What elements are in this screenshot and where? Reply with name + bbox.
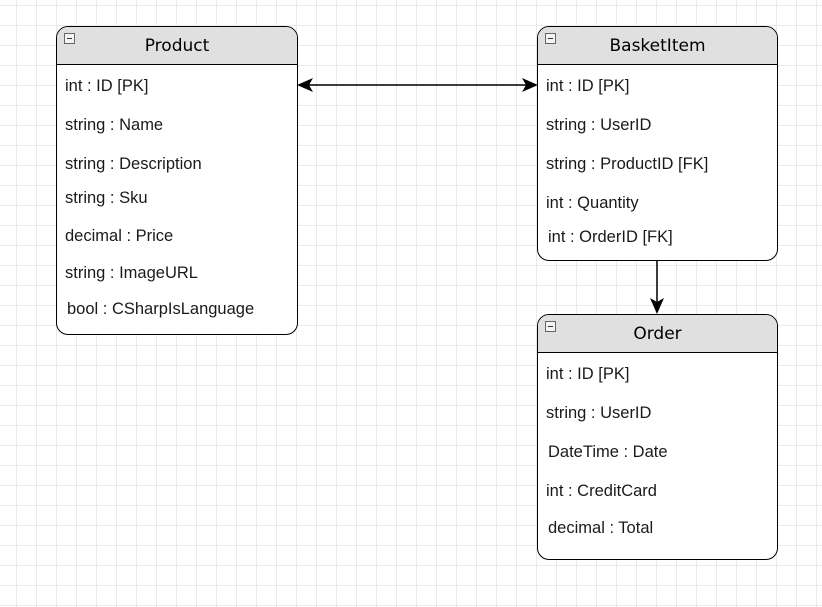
entity-field[interactable]: int : ID [PK] — [65, 77, 149, 95]
entity-order[interactable]: Order int : ID [PK] string : UserID Date… — [537, 314, 778, 560]
collapse-icon[interactable] — [64, 33, 75, 44]
entity-basketitem[interactable]: BasketItem int : ID [PK] string : UserID… — [537, 26, 778, 261]
entity-field[interactable]: int : OrderID [FK] — [548, 228, 673, 246]
entity-field[interactable]: string : UserID — [546, 404, 652, 422]
entity-field[interactable]: string : ProductID [FK] — [546, 155, 709, 173]
entity-field[interactable]: string : UserID — [546, 116, 652, 134]
entity-header[interactable]: Order — [538, 315, 777, 353]
arrowhead-right — [522, 78, 538, 92]
entity-title: Product — [144, 36, 210, 56]
connector-basketitem-order[interactable] — [650, 261, 664, 314]
entity-field[interactable]: int : CreditCard — [546, 482, 657, 500]
entity-title: BasketItem — [609, 36, 706, 56]
entity-field[interactable]: DateTime : Date — [548, 443, 668, 461]
connector-product-basketitem[interactable] — [297, 78, 538, 92]
entity-field[interactable]: decimal : Total — [548, 519, 654, 537]
entity-field[interactable]: decimal : Price — [65, 227, 174, 245]
arrowhead-left — [297, 78, 313, 92]
entity-product[interactable]: Product int : ID [PK] string : Name stri… — [56, 26, 298, 335]
entity-field[interactable]: string : Sku — [65, 189, 148, 207]
entity-title: Order — [633, 324, 682, 344]
entity-field[interactable]: string : Description — [65, 155, 202, 173]
entity-field[interactable]: string : ImageURL — [65, 264, 198, 282]
entity-field[interactable]: int : ID [PK] — [546, 77, 630, 95]
entity-header[interactable]: Product — [57, 27, 297, 65]
entity-field[interactable]: int : ID [PK] — [546, 365, 630, 383]
arrowhead-down — [650, 298, 664, 314]
entity-field[interactable]: bool : CSharpIsLanguage — [67, 300, 255, 318]
entity-field[interactable]: string : Name — [65, 116, 164, 134]
collapse-icon[interactable] — [545, 321, 556, 332]
collapse-icon[interactable] — [545, 33, 556, 44]
entity-field[interactable]: int : Quantity — [546, 194, 639, 212]
entity-header[interactable]: BasketItem — [538, 27, 777, 65]
